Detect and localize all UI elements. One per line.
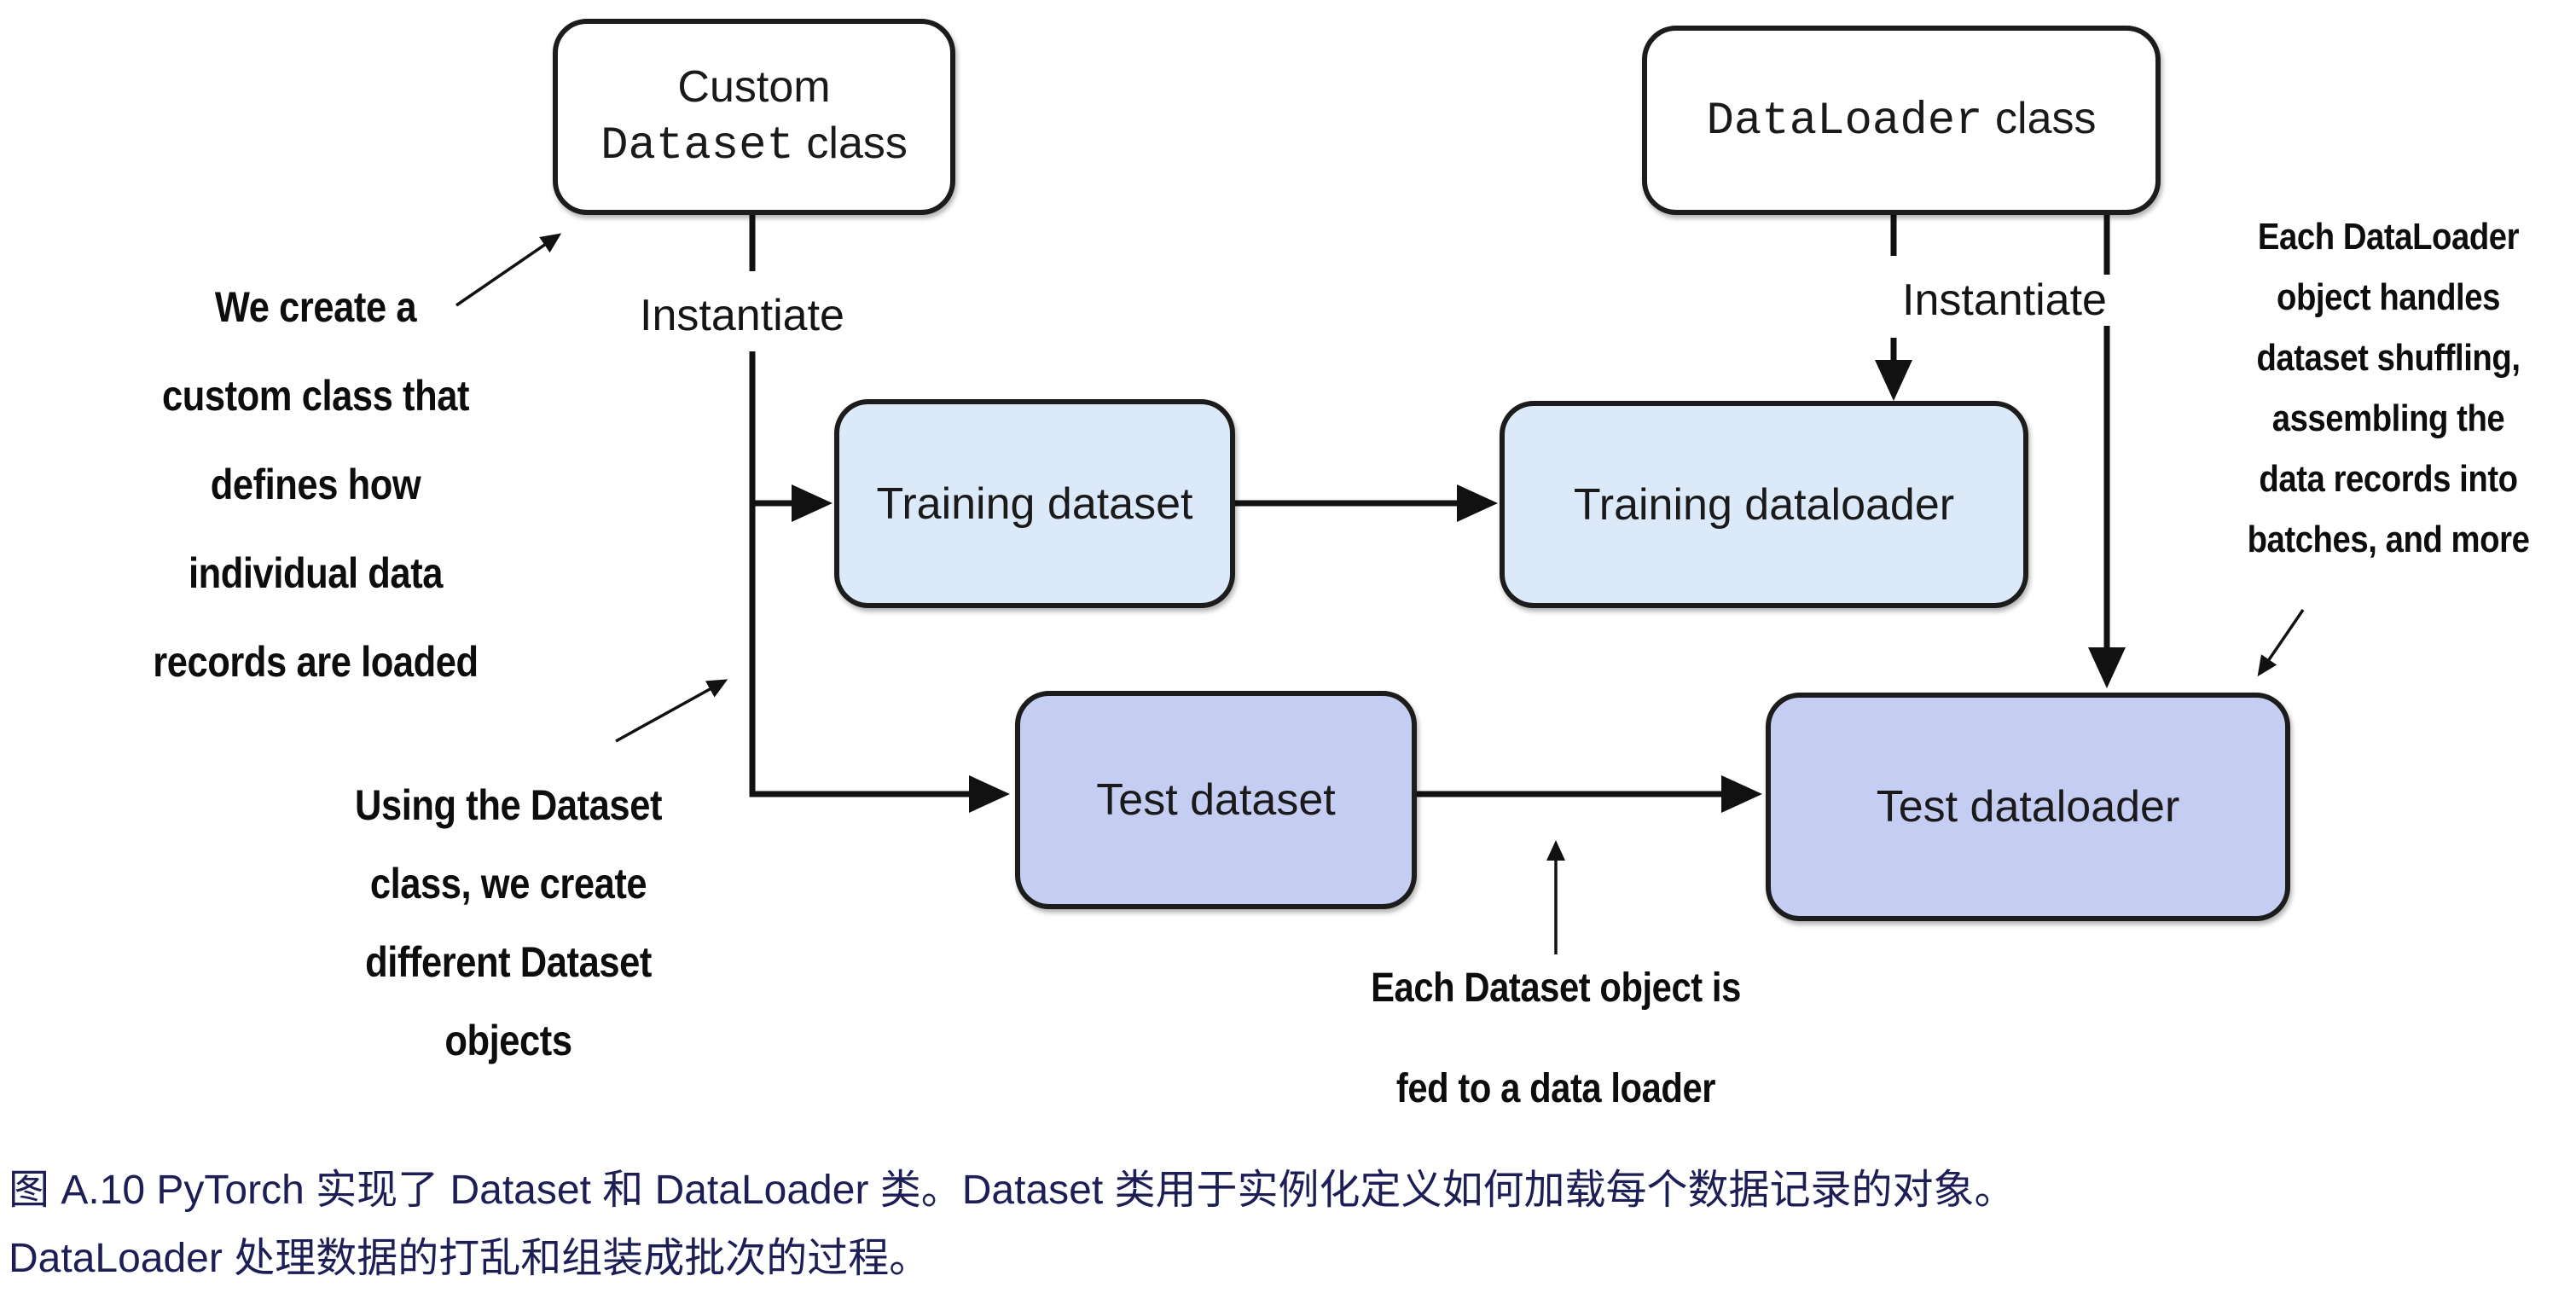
pointer-dataset-objects-note — [615, 679, 728, 743]
annotation-line: records are loaded — [153, 638, 479, 686]
annotation-line: fed to a data loader — [1395, 1066, 1716, 1111]
annotation-line: Each DataLoader — [2257, 216, 2520, 258]
annotation-dataset-objects: Using the Dataset class, we create diffe… — [323, 766, 694, 1080]
annotation-fed-to-loader: Each Dataset object is fed to a data loa… — [1371, 938, 1742, 1139]
annotation-line: We create a — [214, 283, 417, 331]
training-dataset-label: Training dataset — [876, 478, 1193, 529]
annotation-line: different Dataset — [365, 938, 652, 986]
annotation-line: object handles — [2277, 276, 2500, 318]
annotation-dataloader-object: Each DataLoader object handles dataset s… — [2206, 206, 2571, 570]
annotation-line: individual data — [188, 549, 444, 597]
dataloader-class-suffix: class — [1982, 94, 2097, 143]
dataloader-class-label: DataLoader class — [1707, 93, 2097, 148]
annotation-line: custom class that — [161, 372, 470, 420]
annotation-custom-class: We create a custom class that defines ho… — [131, 263, 502, 706]
annotation-line: assembling the — [2271, 397, 2505, 439]
figure-caption: 图 A.10 PyTorch 实现了 Dataset 和 DataLoader … — [9, 1157, 2016, 1293]
test-dataloader-label: Test dataloader — [1876, 782, 2180, 832]
annotation-line: Each Dataset object is — [1371, 965, 1741, 1011]
caption-line-2: DataLoader 处理数据的打乱和组装成批次的过程。 — [9, 1236, 931, 1281]
custom-dataset-class-title: Custom — [677, 62, 831, 112]
node-training-dataloader: Training dataloader — [1500, 401, 2028, 608]
node-custom-dataset-class: Custom Dataset class — [553, 19, 955, 215]
annotation-line: Using the Dataset — [354, 781, 663, 829]
custom-dataset-class-subtitle: Dataset class — [600, 115, 908, 175]
node-test-dataloader: Test dataloader — [1766, 693, 2290, 921]
training-dataloader-label: Training dataloader — [1573, 479, 1955, 530]
node-training-dataset: Training dataset — [834, 399, 1235, 608]
annotation-line: class, we create — [369, 860, 647, 907]
pointer-dataloader-object-note — [2257, 609, 2305, 677]
annotation-line: data records into — [2259, 458, 2518, 500]
node-test-dataset: Test dataset — [1015, 691, 1417, 909]
annotation-line: batches, and more — [2247, 519, 2530, 560]
instantiate-label-right: Instantiate — [1859, 275, 2150, 326]
dataset-code-text: Dataset — [600, 120, 794, 172]
node-dataloader-class: DataLoader class — [1642, 26, 2161, 215]
annotation-line: defines how — [210, 461, 421, 508]
instantiate-label-left: Instantiate — [597, 290, 887, 341]
dataset-class-suffix: class — [793, 119, 908, 168]
annotation-line: objects — [444, 1017, 572, 1064]
caption-line-1: 图 A.10 PyTorch 实现了 Dataset 和 DataLoader … — [9, 1168, 2016, 1213]
annotation-line: dataset shuffling, — [2256, 337, 2521, 379]
dataloader-code-text: DataLoader — [1706, 96, 1983, 148]
test-dataset-label: Test dataset — [1096, 775, 1336, 825]
